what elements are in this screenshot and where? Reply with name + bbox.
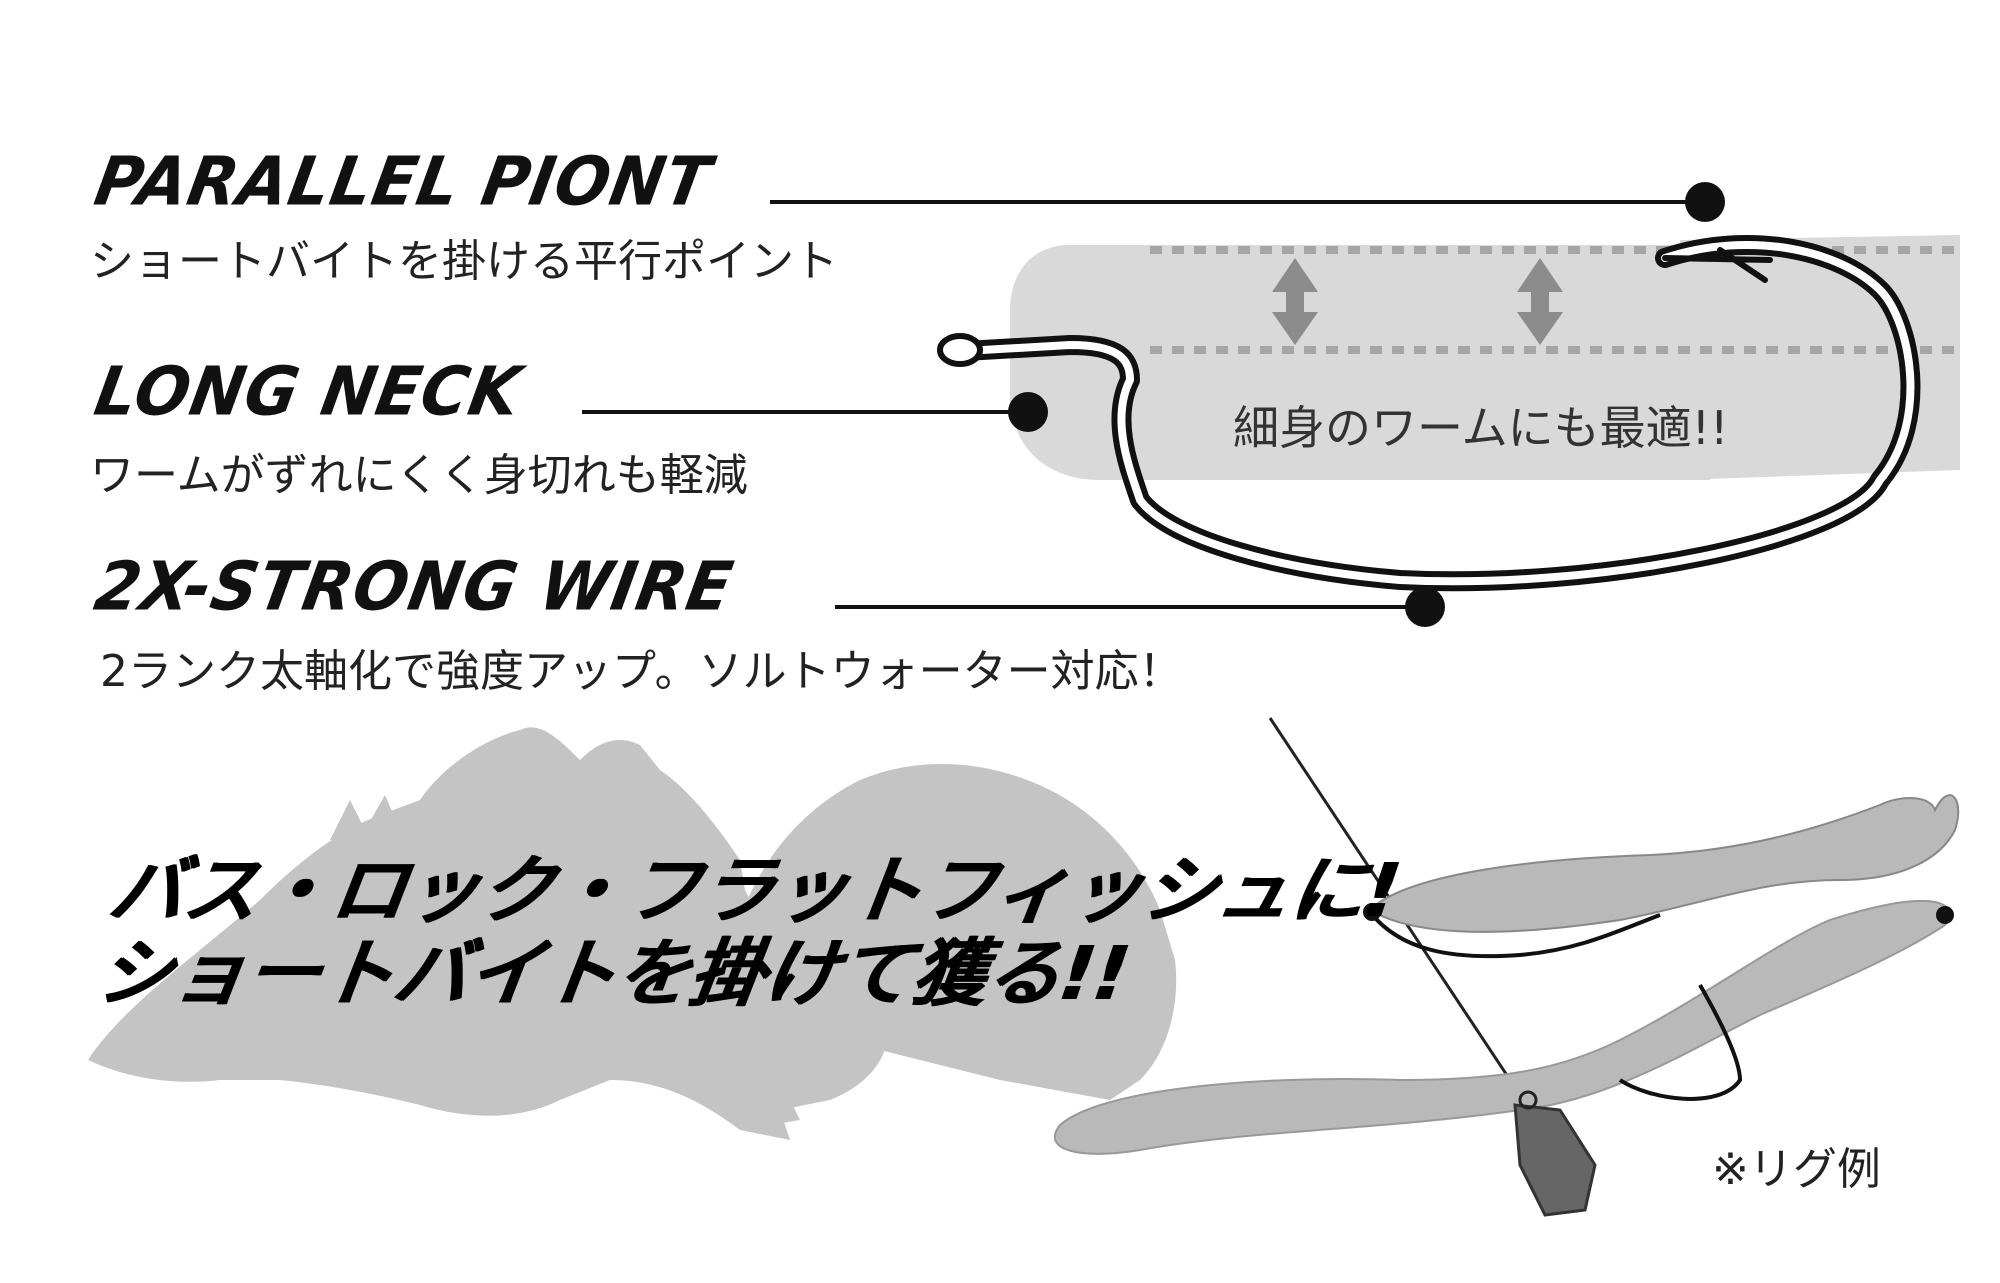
straight-worm-hook	[1618, 984, 1743, 1101]
straight-worm	[1053, 899, 1951, 1155]
worm-label: 細身のワームにも最適!!	[1233, 401, 1729, 455]
bass-silhouette	[88, 727, 888, 1140]
leader-dot-neck	[1008, 392, 1048, 432]
hook-icon	[937, 234, 1921, 592]
rockfish-tail	[740, 1060, 800, 1130]
feature-desc-strong-wire: 2ランク太軸化で強度アップ。ソルトウォーター対応！	[100, 646, 1183, 697]
rig-swivel	[1936, 906, 1954, 924]
sinker-icon	[1513, 1103, 1597, 1217]
sinker-eye	[1518, 1090, 1538, 1110]
headline: バス・ロック・フラットフィッシュに! ショートバイトを掛けて獲る!!	[91, 848, 1405, 1017]
feature-title-parallel-point: PARALLEL PIONT	[89, 143, 717, 222]
headline-line-1: バス・ロック・フラットフィッシュに!	[103, 848, 1405, 934]
feature-title-long-neck: LONG NECK	[89, 353, 527, 432]
rig-example-note: ※リグ例	[1712, 1144, 1881, 1195]
bass-dorsal-fin	[330, 795, 430, 840]
double-arrow-icon	[1517, 258, 1563, 345]
rig-swivel	[1363, 903, 1381, 921]
leader-dot-wire	[1405, 587, 1445, 627]
rockfish-silhouette	[720, 763, 1177, 1100]
leader-dot-parallel	[1685, 182, 1725, 222]
paddle-worm	[1368, 794, 1960, 933]
feature-desc-long-neck: ワームがずれにくく身切れも軽減	[90, 450, 748, 501]
headline-line-2: ショートバイトを掛けて獲る!!	[91, 930, 1134, 1017]
feature-desc-parallel-point: ショートバイトを掛ける平行ポイント	[90, 236, 838, 287]
paddle-worm-hook	[1368, 910, 1661, 959]
double-arrow-icon	[1272, 258, 1318, 345]
feature-title-strong-wire: 2X-STRONG WIRE	[89, 548, 739, 627]
